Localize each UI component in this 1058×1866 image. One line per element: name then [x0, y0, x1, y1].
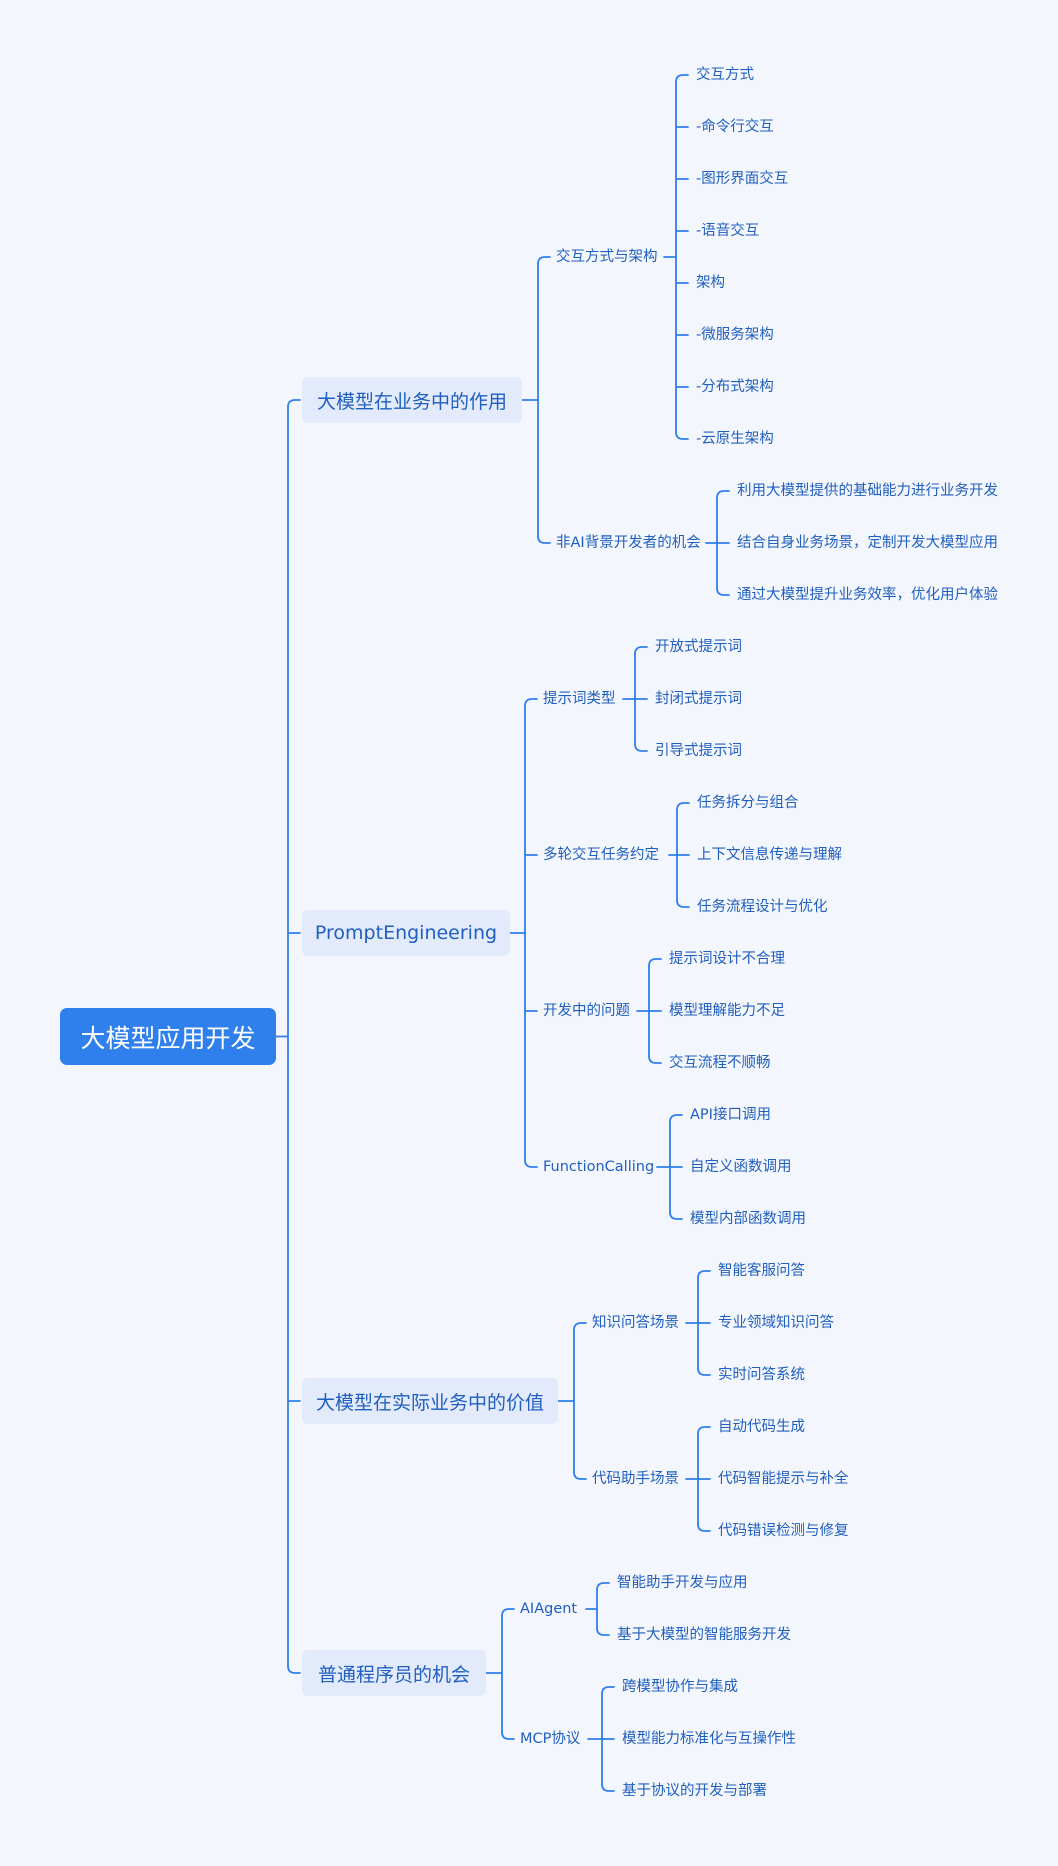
- connector-line: [648, 958, 662, 967]
- branch-node: 大模型在实际业务中的价值: [302, 1378, 558, 1424]
- subtopic-node: 提示词类型: [543, 691, 616, 707]
- connector-line: [287, 1665, 301, 1674]
- leaf-node: 交互方式: [696, 67, 754, 83]
- connector-line: [669, 1211, 683, 1220]
- connector-line: [634, 743, 648, 752]
- leaf-node: 模型内部函数调用: [690, 1211, 806, 1227]
- leaf-node: 提示词设计不合理: [669, 951, 785, 967]
- leaf-node: 开放式提示词: [655, 639, 742, 655]
- leaf-node: 结合自身业务场景，定制开发大模型应用: [737, 535, 998, 551]
- connector-line: [601, 1686, 615, 1695]
- subtopic-node: 知识问答场景: [592, 1315, 679, 1331]
- connector-line: [648, 1055, 662, 1064]
- root-node: 大模型应用开发: [60, 1008, 276, 1065]
- leaf-node: -分布式架构: [696, 379, 774, 395]
- leaf-node: 基于大模型的智能服务开发: [617, 1627, 791, 1643]
- leaf-node: 上下文信息传递与理解: [697, 847, 842, 863]
- leaf-node: 自定义函数调用: [690, 1159, 792, 1175]
- connector-line: [634, 646, 648, 655]
- connector-line: [676, 899, 690, 908]
- leaf-node: -云原生架构: [696, 431, 774, 447]
- leaf-node: -图形界面交互: [696, 171, 789, 187]
- branch-node: PromptEngineering: [302, 910, 510, 956]
- connector-line: [697, 1523, 711, 1532]
- connector-line: [596, 1627, 610, 1636]
- subtopic-node: 多轮交互任务约定: [543, 847, 659, 863]
- subtopic-node: 交互方式与架构: [556, 249, 658, 265]
- subtopic-node: 非AI背景开发者的机会: [556, 535, 701, 551]
- leaf-node: 自动代码生成: [718, 1419, 805, 1435]
- leaf-node: -微服务架构: [696, 327, 774, 343]
- leaf-node: 通过大模型提升业务效率，优化用户体验: [737, 587, 998, 603]
- leaf-node: 交互流程不顺畅: [669, 1055, 771, 1071]
- leaf-node: 利用大模型提供的基础能力进行业务开发: [737, 483, 998, 499]
- leaf-node: 封闭式提示词: [655, 691, 742, 707]
- leaf-node: 智能助手开发与应用: [617, 1575, 748, 1591]
- connector-line: [675, 74, 689, 83]
- leaf-node: -命令行交互: [696, 119, 774, 135]
- leaf-node: 架构: [696, 275, 725, 291]
- connector-line: [669, 1114, 683, 1123]
- connector-line: [676, 802, 690, 811]
- connector-line: [501, 1608, 515, 1617]
- subtopic-node: AIAgent: [520, 1601, 578, 1617]
- connector-line: [596, 1582, 610, 1591]
- leaf-node: 模型理解能力不足: [669, 1003, 785, 1019]
- leaf-node: 代码智能提示与补全: [718, 1471, 849, 1487]
- subtopic-node: 代码助手场景: [592, 1471, 679, 1487]
- leaf-node: 代码错误检测与修复: [718, 1523, 849, 1539]
- connector-line: [524, 1159, 538, 1168]
- leaf-node: 模型能力标准化与互操作性: [622, 1731, 796, 1747]
- leaf-node: 任务流程设计与优化: [697, 899, 828, 915]
- connector-line: [501, 1731, 515, 1740]
- leaf-node: 专业领域知识问答: [718, 1315, 834, 1331]
- leaf-node: API接口调用: [690, 1107, 771, 1123]
- connector-line: [675, 431, 689, 440]
- connector-line: [716, 587, 730, 596]
- leaf-node: 任务拆分与组合: [697, 795, 799, 811]
- connector-line: [601, 1783, 615, 1792]
- subtopic-node: FunctionCalling: [543, 1159, 655, 1175]
- leaf-node: 跨模型协作与集成: [622, 1679, 738, 1695]
- branch-node: 大模型在业务中的作用: [302, 377, 522, 423]
- connector-line: [697, 1367, 711, 1376]
- connector-line: [573, 1471, 587, 1480]
- branch-node: 普通程序员的机会: [302, 1650, 486, 1696]
- leaf-node: 引导式提示词: [655, 743, 742, 759]
- connector-line: [537, 256, 551, 265]
- connector-line: [537, 535, 551, 544]
- leaf-node: -语音交互: [696, 223, 760, 239]
- connector-line: [524, 698, 538, 707]
- connector-line: [287, 399, 301, 408]
- subtopic-node: MCP协议: [520, 1731, 581, 1747]
- connector-line: [716, 490, 730, 499]
- connector-line: [697, 1270, 711, 1279]
- leaf-node: 实时问答系统: [718, 1367, 805, 1383]
- leaf-node: 智能客服问答: [718, 1263, 805, 1279]
- connector-line: [697, 1426, 711, 1435]
- connector-line: [573, 1322, 587, 1331]
- leaf-node: 基于协议的开发与部署: [622, 1783, 767, 1799]
- subtopic-node: 开发中的问题: [543, 1003, 630, 1019]
